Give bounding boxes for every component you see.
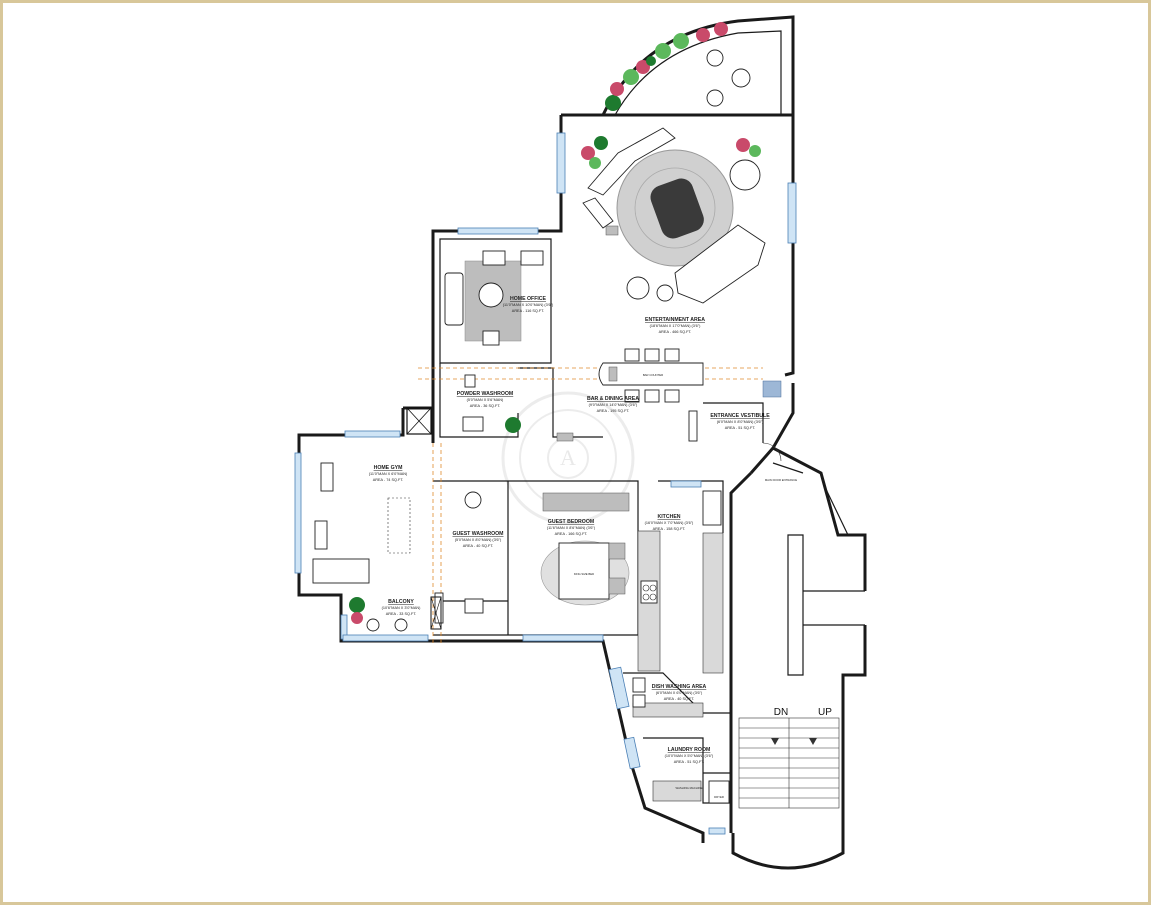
bar-counter-icon	[598, 362, 704, 386]
room-name: POWDER WASHROOM	[457, 391, 513, 397]
room-area: AREA - 40 SQ.FT.	[463, 544, 494, 548]
room-dims: (11'0"MAN X 6'0"MAN)	[369, 472, 408, 476]
structural-columns	[406, 407, 442, 630]
room-dims: (11'6"MAN X 8'6"MAN) (3'6")	[547, 526, 596, 530]
chair-icon	[482, 330, 500, 346]
room-area: AREA - 116 SQ.FT.	[512, 309, 544, 313]
staircase: DN UP	[738, 707, 840, 809]
room-area: AREA - 40 SQ.FT.	[664, 697, 695, 701]
washing-label: WASHING MACHINE	[676, 786, 703, 790]
up-arrow-icon	[809, 738, 817, 745]
room-area: AREA - 33 SQ.FT.	[386, 612, 417, 616]
room-name: KITCHEN	[657, 514, 680, 520]
windows	[294, 132, 797, 835]
bar-dining: BAR COUNTER BAR & DINING AREA (9'0"MAN X…	[556, 348, 704, 442]
room-dims: (6'0"MAN X 6'0"MAN) (3'6")	[656, 691, 703, 695]
home-gym: HOME GYM (11'0"MAN X 6'0"MAN) AREA - 74 …	[312, 462, 411, 584]
left-balcony: BALCONY (10'6"MAN X 3'0"MAN) AREA - 33 S…	[349, 597, 421, 632]
dryer-label: DRYER	[714, 795, 724, 799]
stair-down-label: DN	[774, 707, 788, 718]
bed-icon	[558, 542, 610, 600]
room-dims: (9'0"MAN X 14'0"MAN) (3'6")	[589, 403, 638, 407]
down-arrow-icon	[771, 738, 779, 745]
room-dims: (5'0"MAN X 5'6"MAN)	[467, 398, 504, 402]
room-dims: (10'0"MAN X 5'0"MAN) (3'6")	[665, 754, 714, 758]
room-name: BAR & DINING AREA	[587, 396, 639, 402]
sofa-icon	[444, 272, 464, 326]
entrance-vestibule: ENTRANCE VESTIBULE (6'0"MAN X 8'0"MAN) (…	[710, 380, 797, 482]
table-icon	[731, 68, 751, 88]
guest-bedroom: KING SIZE BED GUEST BEDROOM (11'6"MAN X …	[540, 492, 630, 606]
laundry-room: WASHING MACHINE DRYER LAUNDRY ROOM (10'0…	[652, 747, 730, 804]
bar-counter-label: BAR COUNTER	[643, 373, 663, 377]
room-area: AREA - 36 SQ.FT.	[470, 404, 501, 408]
desk-icon	[482, 250, 506, 266]
room-dims: (5'0"MAN X 8'0"MAN) (3'6")	[455, 538, 502, 542]
cooktop-icon	[640, 580, 658, 604]
room-dims: (16'0"MAN X 7'0"MAN) (3'6")	[645, 521, 694, 525]
room-name: DISH WASHING AREA	[652, 684, 707, 690]
dish-washing-area: DISH WASHING AREA (6'0"MAN X 6'0"MAN) (3…	[632, 677, 707, 718]
lounge-chair-icon	[626, 276, 650, 300]
room-area: AREA - 51 SQ.FT.	[674, 760, 705, 764]
stair-up-label: UP	[818, 707, 832, 718]
powder-washroom: POWDER WASHROOM (5'0"MAN X 5'6"MAN) AREA…	[457, 374, 521, 433]
room-dims: (6'0"MAN X 8'0"MAN) (3'6")	[717, 420, 764, 424]
round-table-icon	[478, 282, 504, 308]
top-terrace	[605, 22, 751, 111]
room-area: AREA - 51 SQ.FT.	[725, 426, 756, 430]
curved-sofa-icon	[674, 224, 766, 304]
treadmill-icon	[312, 558, 370, 584]
room-name: LAUNDRY ROOM	[668, 747, 711, 753]
home-office: HOME OFFICE (11'0"MAN X 10'0"MAN) (3'6")…	[444, 250, 554, 346]
guest-washroom: GUEST WASHROOM (5'0"MAN X 8'0"MAN) (3'6"…	[434, 491, 504, 624]
room-name: BALCONY	[388, 599, 414, 605]
room-area: AREA - 158 SQ.FT.	[653, 527, 686, 531]
room-name: GUEST WASHROOM	[452, 531, 503, 537]
plant-icon	[729, 159, 761, 191]
chair-icon	[706, 49, 724, 67]
room-name: ENTRANCE VESTIBULE	[710, 413, 770, 419]
room-area: AREA - 466 SQ.FT.	[659, 330, 692, 334]
room-name: HOME GYM	[374, 465, 403, 471]
room-area: AREA - 74 SQ.FT.	[373, 478, 404, 482]
entertainment-area: ENTERTAINMENT AREA (18'6"MAN X 17'0"MAN)…	[581, 127, 766, 334]
room-name: HOME OFFICE	[510, 296, 547, 302]
room-name: GUEST BEDROOM	[548, 519, 594, 525]
room-area: AREA - 195 SQ.FT.	[597, 409, 630, 413]
room-dims: (10'6"MAN X 3'0"MAN)	[382, 606, 421, 610]
chair-icon	[706, 89, 724, 107]
bed-label: KING SIZE BED	[574, 572, 594, 576]
room-name: ENTERTAINMENT AREA	[645, 317, 705, 323]
room-area: AREA - 166 SQ.FT.	[555, 532, 588, 536]
sectional-sofa-icon	[587, 127, 676, 196]
main-door-label: MAIN DOOR ENTRANCE	[765, 478, 797, 482]
interior-walls	[433, 238, 764, 804]
planter-row	[605, 22, 728, 111]
floor-plan: A	[294, 15, 867, 870]
kitchen: KITCHEN (16'0"MAN X 7'0"MAN) (3'6") AREA…	[637, 490, 724, 674]
svg-text:A: A	[560, 445, 576, 470]
room-dims: (18'6"MAN X 17'0"MAN) (3'6")	[650, 324, 701, 328]
room-dims: (11'0"MAN X 10'0"MAN) (3'6")	[503, 303, 554, 307]
